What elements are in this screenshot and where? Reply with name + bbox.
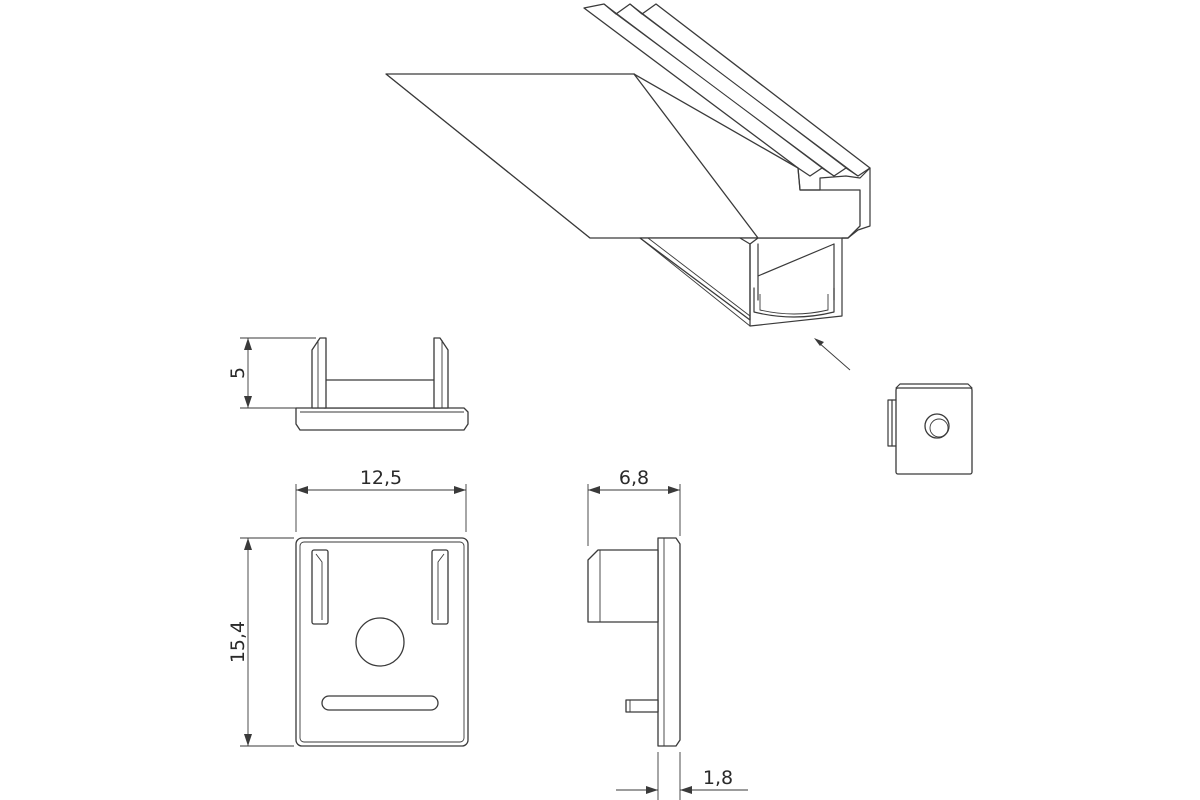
profile-diffuser: [753, 287, 835, 318]
top-view-base: [295, 407, 469, 431]
side-view-pin: [625, 699, 659, 713]
pointer-arrow: [817, 341, 851, 371]
profile-end-section: [739, 167, 871, 327]
dim-height-top: 5: [227, 367, 249, 379]
front-view-bottom-slot: [321, 695, 439, 711]
front-view: 12,5 15,4: [227, 467, 469, 747]
top-view-block: [323, 379, 441, 409]
side-view: 6,8 1,8: [587, 467, 748, 800]
top-view-left-tab: [311, 337, 327, 409]
dim-width-front: 12,5: [360, 467, 402, 489]
side-view-plate: [657, 537, 681, 747]
side-view-block: [587, 549, 659, 623]
front-view-hole: [355, 617, 405, 667]
front-view-right-slot: [431, 549, 449, 625]
profile-isometric-view: [385, 3, 871, 371]
end-cap-isometric: [887, 383, 973, 475]
top-view-right-tab: [433, 337, 449, 409]
dim-depth-side: 6,8: [619, 467, 649, 489]
top-view: 5: [227, 337, 469, 431]
dim-pin-side: 1,8: [703, 767, 733, 789]
profile-ribbed-rail: [583, 3, 871, 177]
dim-height-front: 15,4: [227, 621, 249, 663]
front-view-left-slot: [311, 549, 329, 625]
